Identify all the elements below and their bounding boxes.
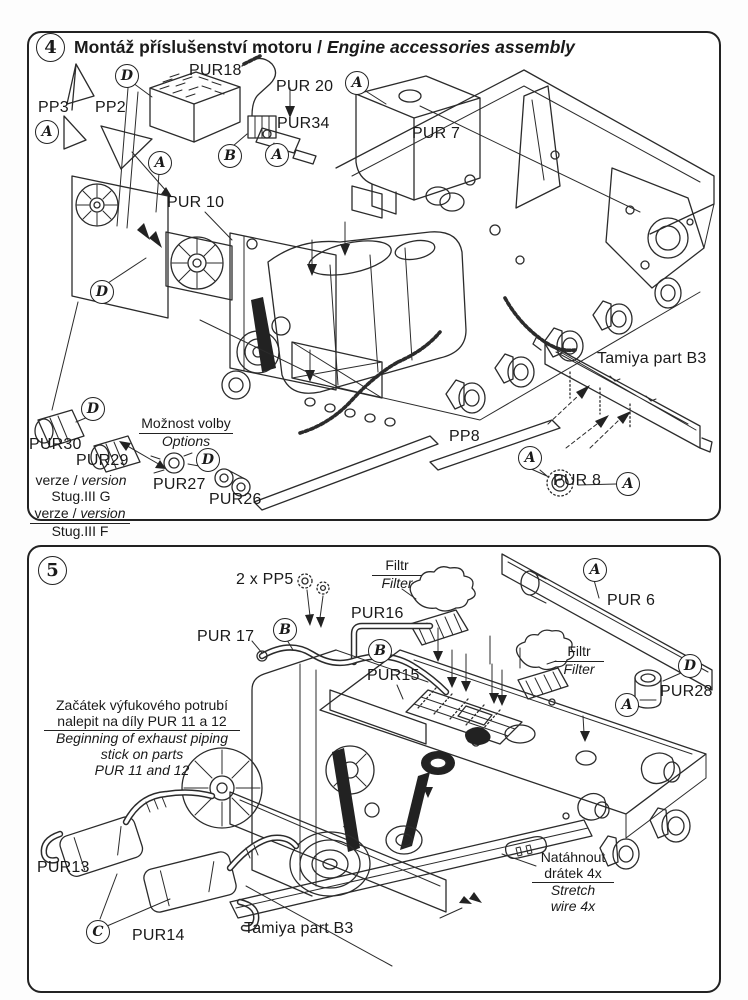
wire-note-cs1: Natáhnout bbox=[540, 849, 606, 865]
options-note-en: Options bbox=[161, 432, 211, 449]
version-f-label: verze / version bbox=[30, 505, 130, 524]
part-label-pur10: PUR 10 bbox=[167, 194, 225, 211]
title-separator: / bbox=[312, 37, 327, 57]
exhaust-note-cs2: nalepit na díly PUR 11 a 12 bbox=[44, 713, 240, 732]
callout-letter-a: A bbox=[518, 446, 542, 470]
part-label-tamiya-b3-step5: Tamiya part B3 bbox=[244, 920, 354, 937]
callout-letter-d: D bbox=[90, 280, 114, 304]
callout-letter-c: C bbox=[86, 920, 110, 944]
callout-letter-d: D bbox=[81, 397, 105, 421]
wire-note-en1: Stretch bbox=[550, 882, 596, 899]
step4-title: Montáž příslušenství motoru / Engine acc… bbox=[74, 37, 575, 58]
version-f-name: Stug.III F bbox=[51, 522, 109, 539]
callout-letter-a: A bbox=[616, 472, 640, 496]
part-label-pp8: PP8 bbox=[449, 428, 480, 445]
step4-header: 4 Montáž příslušenství motoru / Engine a… bbox=[36, 33, 575, 62]
step4-illustration bbox=[34, 54, 715, 511]
part-label-pur8: PUR 8 bbox=[553, 472, 602, 489]
part-label-pur16: PUR16 bbox=[351, 605, 404, 622]
exhaust-note-en1: Beginning of exhaust piping bbox=[55, 730, 229, 747]
part-label-pur28: PUR28 bbox=[660, 683, 713, 700]
part-label-pur6: PUR 6 bbox=[607, 592, 656, 609]
exhaust-note-en2: stick on parts bbox=[100, 746, 184, 763]
part-label-pur26: PUR26 bbox=[209, 491, 262, 508]
step4-panel bbox=[27, 31, 721, 521]
callout-letter-d: D bbox=[196, 448, 220, 472]
wire-note-cs2: drátek 4x bbox=[532, 865, 614, 884]
callout-letter-a: A bbox=[583, 558, 607, 582]
filter-note-2: Filtr Filter bbox=[554, 643, 604, 677]
part-label-pur20: PUR 20 bbox=[276, 78, 334, 95]
callout-letter-b: B bbox=[368, 639, 392, 663]
part-label-pur13: PUR13 bbox=[37, 859, 90, 876]
callout-letter-a: A bbox=[615, 693, 639, 717]
part-label-pur7: PUR 7 bbox=[412, 125, 461, 142]
options-note: Možnost volby Options bbox=[139, 415, 233, 449]
filter-note-en: Filter bbox=[563, 660, 595, 677]
options-note-cs: Možnost volby bbox=[139, 415, 233, 434]
part-label-pp2: PP2 bbox=[95, 99, 126, 116]
part-label-pur15: PUR15 bbox=[367, 667, 420, 684]
callout-letter-d: D bbox=[678, 654, 702, 678]
callout-letter-a: A bbox=[265, 143, 289, 167]
exhaust-note-en3: PUR 11 and 12 bbox=[94, 761, 190, 778]
version-g-label: verze / version bbox=[35, 472, 127, 488]
part-label-pur34: PUR34 bbox=[277, 115, 330, 132]
callout-letter-b: B bbox=[218, 144, 242, 168]
part-label-pur29: PUR29 bbox=[76, 452, 129, 469]
wire-note-en2: wire 4x bbox=[550, 898, 596, 915]
filter-note-1: Filtr Filter bbox=[372, 557, 422, 591]
exhaust-note-cs1: Začátek výfukového potrubí bbox=[56, 697, 228, 713]
part-label-pur17: PUR 17 bbox=[197, 628, 255, 645]
filter-note-cs: Filtr bbox=[554, 643, 604, 662]
part-label-pp5: 2 x PP5 bbox=[236, 571, 294, 588]
step4-title-cs: Montáž příslušenství motoru bbox=[74, 37, 313, 57]
version-f-note: verze / version Stug.III F bbox=[30, 505, 130, 539]
part-label-pur14: PUR14 bbox=[132, 927, 185, 944]
part-label-pur18: PUR18 bbox=[189, 62, 242, 79]
version-g-name: Stug.III G bbox=[51, 487, 111, 504]
filter-note-en: Filter bbox=[381, 574, 413, 591]
step5-number-badge: 5 bbox=[38, 556, 67, 585]
step5-illustration bbox=[40, 553, 713, 967]
step4-number-badge: 4 bbox=[36, 33, 65, 62]
callout-letter-a: A bbox=[345, 71, 369, 95]
wire-note: Natáhnout drátek 4x Stretch wire 4x bbox=[532, 849, 614, 915]
callout-letter-b: B bbox=[273, 618, 297, 642]
exhaust-note: Začátek výfukového potrubí nalepit na dí… bbox=[44, 697, 240, 778]
step4-title-en: Engine accessories assembly bbox=[326, 37, 575, 57]
part-label-tamiya-b3-step4: Tamiya part B3 bbox=[597, 350, 707, 367]
part-label-pur27: PUR27 bbox=[153, 476, 206, 493]
part-label-pur30: PUR30 bbox=[29, 436, 82, 453]
part-label-pp3: PP3 bbox=[38, 99, 69, 116]
version-g-note: verze / version Stug.III G bbox=[34, 472, 128, 504]
callout-letter-a: A bbox=[35, 120, 59, 144]
filter-note-cs: Filtr bbox=[372, 557, 422, 576]
callout-letter-a: A bbox=[148, 151, 172, 175]
callout-letter-d: D bbox=[115, 64, 139, 88]
